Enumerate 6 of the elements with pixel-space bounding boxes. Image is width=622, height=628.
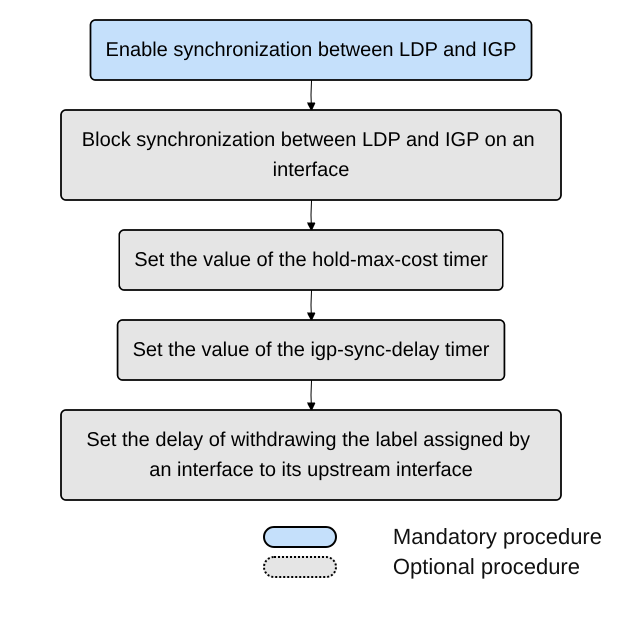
arrow bbox=[306, 200, 316, 231]
arrow bbox=[306, 380, 316, 411]
arrow bbox=[306, 290, 316, 321]
arrow bbox=[306, 80, 316, 111]
legend-text: Optional procedure bbox=[392, 554, 580, 580]
legend-text: Mandatory procedure bbox=[392, 524, 602, 550]
